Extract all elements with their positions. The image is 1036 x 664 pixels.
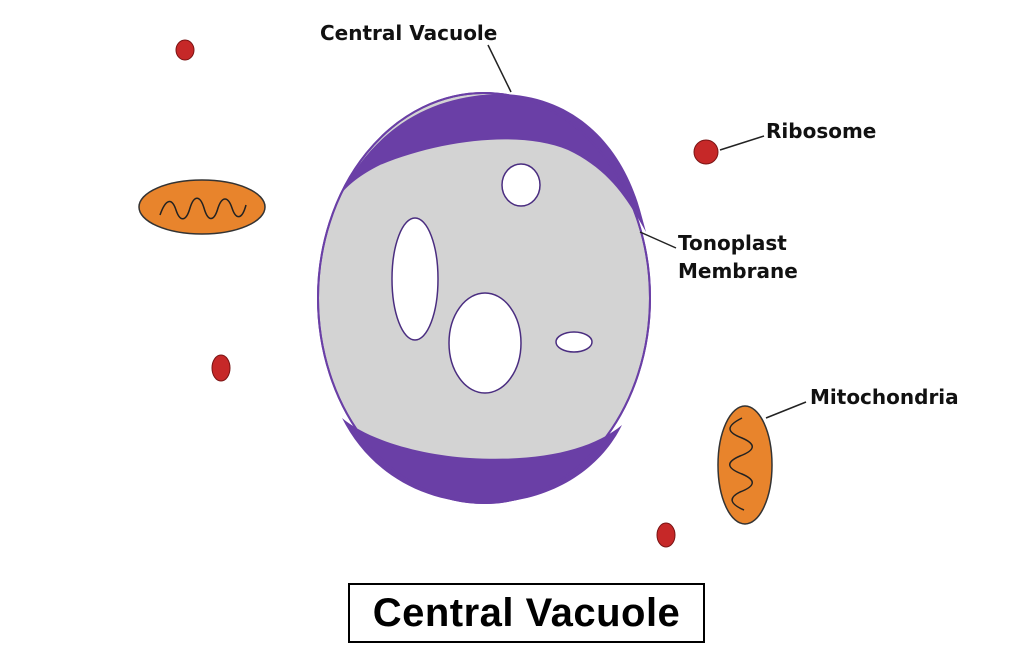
mitochondria [138,179,773,525]
caption-box: Central Vacuole [348,583,705,643]
label-tonoplast-line1: Tonoplast [678,231,787,255]
label-central-vacuole: Central Vacuole [320,21,497,45]
mitochondrion-vertical [717,405,773,525]
inclusion-small-top [501,163,541,207]
inclusion-small-right [555,331,593,353]
ribosomes [175,39,719,548]
leader-central-vacuole [487,44,512,93]
label-mitochondria: Mitochondria [810,385,959,409]
ribosome-bottom [656,522,676,548]
mitochondrion-vertical-cristae [729,417,753,511]
inclusion-tall [391,217,439,341]
ribosome-top-left [175,39,195,61]
leader-ribosome [719,135,765,151]
labels: Central Vacuole Ribosome Tonoplast Membr… [320,21,959,409]
vacuole-outline [317,92,651,504]
label-ribosome: Ribosome [766,119,876,143]
caption-title: Central Vacuole [372,590,681,635]
mitochondrion-horizontal [138,179,266,235]
leader-mitochondria [765,401,807,419]
inclusion-large [448,292,522,394]
label-tonoplast-line2: Membrane [678,259,798,283]
ribosome-labeled [693,139,719,165]
leader-lines [487,44,807,419]
leader-tonoplast [639,231,677,249]
tonoplast-top-band [340,94,646,232]
ribosome-left [211,354,231,382]
mitochondrion-horizontal-cristae [159,197,247,220]
central-vacuole [317,92,651,504]
